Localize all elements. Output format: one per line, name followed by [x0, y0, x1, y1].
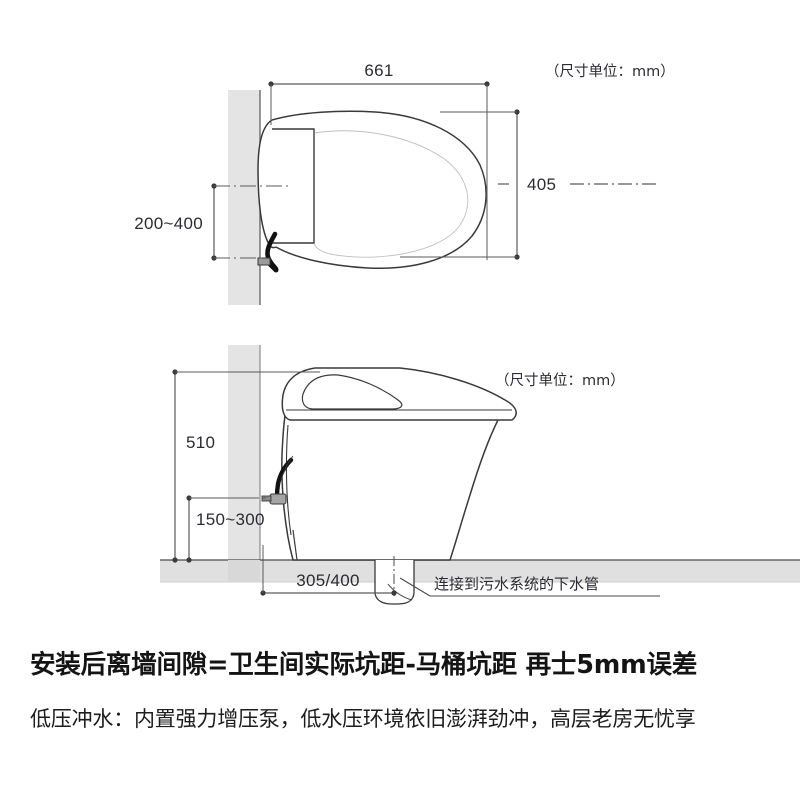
headline-caption: 安装后离墙间隙=卫生间实际坑距-马桶坑距 再士5mm误差 — [30, 650, 698, 680]
top-view-wall-fill — [228, 90, 260, 305]
dim-150-300-label: 150~300 — [196, 510, 265, 529]
side-view-hose-thin-tail — [280, 455, 294, 481]
dim-405-label: 405 — [527, 175, 556, 194]
side-view-unit-note: （尺寸单位：mm） — [495, 372, 625, 389]
toilet-plan-tank-notch — [272, 128, 315, 244]
toilet-plan-outline — [271, 110, 487, 269]
toilet-plan-back-edge — [257, 119, 277, 249]
toilet-side-lid-ridge — [301, 374, 403, 410]
top-view-unit-note: （尺寸单位：mm） — [545, 63, 675, 80]
dim-200-400-label: 200~400 — [134, 214, 203, 233]
dim-661-label: 661 — [364, 61, 393, 80]
top-view-valve-body — [257, 257, 271, 266]
top-view-group: 661 405 200~400 （尺寸单位：mm） — [134, 61, 675, 305]
dim-305-400-label: 305/400 — [296, 571, 360, 590]
dim-510-label: 510 — [186, 433, 215, 452]
drain-pipe-flow-curve — [387, 583, 413, 601]
side-view-group: 连接到污水系统的下水管 510 150~300 305/400 （尺寸单位：mm… — [160, 345, 800, 605]
feature-caption: 低压冲水：内置强力增压泵，低水压环境依旧澎湃劲冲，高层老房无忧享 — [30, 707, 696, 731]
dim-510-dot-bottom — [172, 557, 178, 563]
toilet-side-lid-outline — [281, 367, 517, 421]
dim-150-300-dot-bottom — [186, 557, 192, 563]
toilet-side-body-outline — [281, 399, 499, 561]
side-view-wall-below-floor — [228, 560, 260, 582]
drain-callout-label: 连接到污水系统的下水管 — [434, 575, 599, 593]
side-view-valve-body — [269, 493, 287, 505]
drain-callout-leader — [399, 577, 431, 597]
toilet-side-body-contour — [285, 424, 292, 536]
side-view-wall-fill — [228, 345, 260, 560]
side-view-floor-fill — [160, 560, 800, 582]
toilet-side-foot-left — [292, 529, 298, 561]
dim-305-400-dot-right — [391, 590, 397, 596]
toilet-plan-seat-contour — [313, 130, 469, 258]
